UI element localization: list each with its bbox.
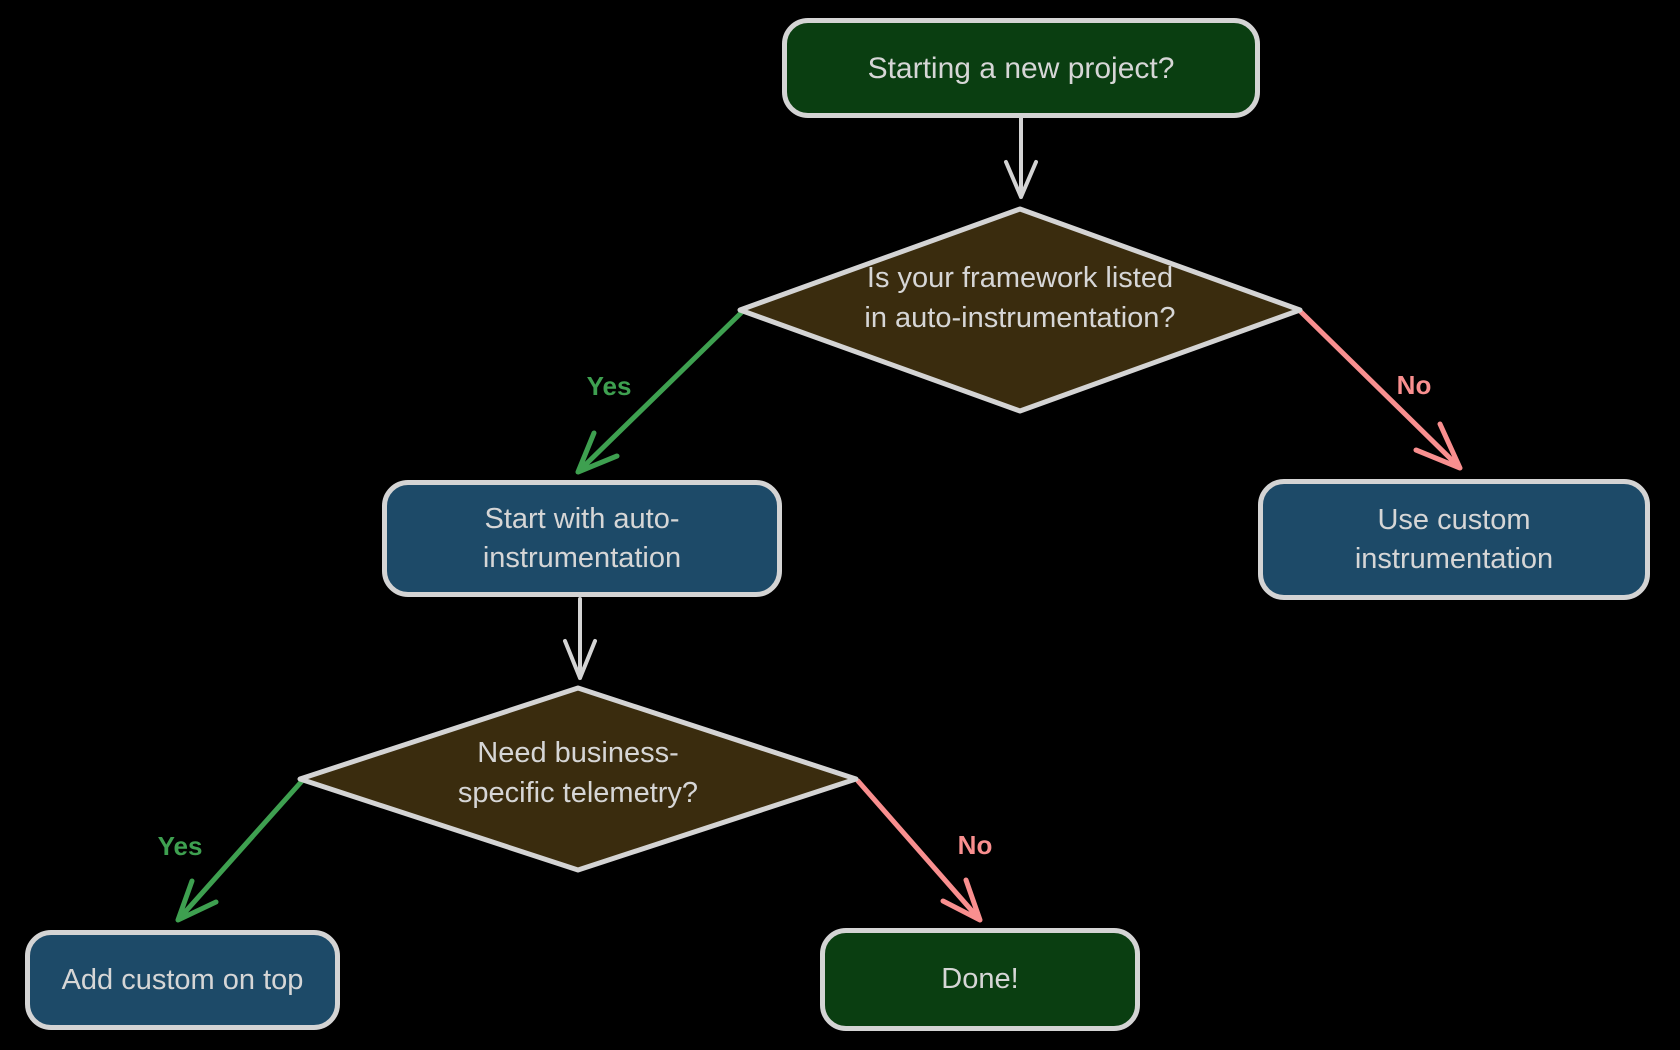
edge-label-framework-yes: Yes xyxy=(586,371,632,401)
edge-label-framework-no: No xyxy=(1396,370,1432,400)
edge-framework-yes-line xyxy=(575,309,745,475)
edge-auto-to-telemetry-line xyxy=(563,597,597,680)
edge-start-to-framework-line xyxy=(1004,116,1038,199)
node-add-custom-label: Add custom on top xyxy=(61,963,304,996)
decision-framework-label: Is your framework listed in auto-instrum… xyxy=(864,262,1176,334)
decision-telemetry-shape xyxy=(297,685,859,873)
node-done: Done! xyxy=(820,928,1140,1031)
decision-framework-shape xyxy=(737,206,1303,414)
node-add-custom: Add custom on top xyxy=(25,930,340,1030)
edge-telemetry-yes-line xyxy=(175,778,305,923)
edge-label-telemetry-no: No xyxy=(957,830,993,860)
decision-telemetry-label: Need business- specific telemetry? xyxy=(457,737,699,809)
node-done-label: Done! xyxy=(941,963,1019,995)
node-start: Starting a new project? xyxy=(782,18,1260,118)
edge-label-telemetry-yes: Yes xyxy=(157,831,203,861)
node-custom-instrumentation-label: Use custom instrumentation xyxy=(1354,503,1554,575)
edge-telemetry-no-line xyxy=(855,778,983,923)
node-auto-instrumentation-label: Start with auto- instrumentation xyxy=(482,502,682,574)
node-auto-instrumentation: Start with auto- instrumentation xyxy=(382,480,782,597)
node-start-label: Starting a new project? xyxy=(867,51,1175,85)
node-custom-instrumentation: Use custom instrumentation xyxy=(1258,479,1650,600)
edge-framework-no-line xyxy=(1297,308,1463,471)
